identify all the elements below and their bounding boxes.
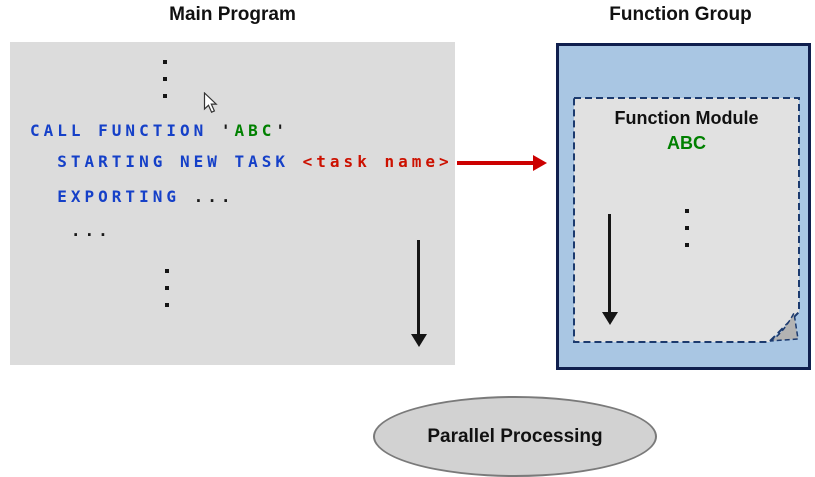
function-module-name: ABC	[667, 133, 706, 153]
parallel-processing-ellipse: Parallel Processing	[373, 396, 657, 477]
function-module-label: Function Module	[614, 108, 759, 128]
module-flow-arrow	[608, 214, 611, 313]
dot	[163, 60, 167, 64]
vertical-ellipsis-dots-bottom	[165, 269, 169, 307]
dot	[685, 243, 689, 247]
function-module-page	[573, 97, 800, 343]
code-function-name: ABC	[234, 121, 276, 140]
vertical-ellipsis-dots-module	[685, 209, 689, 247]
code-line-starting-new-task: STARTING NEW TASK <task name>	[30, 152, 453, 171]
code-keyword: CALL FUNCTION	[30, 121, 221, 140]
parallel-processing-label: Parallel Processing	[427, 425, 603, 447]
call-arrow	[457, 161, 534, 165]
main-program-box	[10, 42, 455, 365]
code-ellipsis: ...	[193, 187, 235, 206]
mouse-cursor-icon	[203, 92, 218, 114]
dot	[685, 226, 689, 230]
code-keyword: STARTING NEW TASK	[30, 152, 303, 171]
call-arrowhead-icon	[533, 155, 547, 171]
dot	[163, 94, 167, 98]
code-ellipsis: ...	[30, 221, 112, 240]
dot	[165, 286, 169, 290]
dot	[165, 303, 169, 307]
program-flow-arrow	[417, 240, 420, 335]
code-task-name-placeholder: <task name>	[302, 152, 453, 171]
code-line-call-function: CALL FUNCTION 'ABC'	[30, 121, 289, 140]
code-line-exporting: EXPORTING ...	[30, 187, 235, 206]
function-group-title: Function Group	[609, 4, 752, 25]
dot	[163, 77, 167, 81]
dot	[165, 269, 169, 273]
code-quote: '	[275, 121, 290, 140]
code-line-ellipsis: ...	[30, 221, 112, 240]
code-keyword: EXPORTING	[30, 187, 194, 206]
main-program-title: Main Program	[169, 4, 296, 25]
program-flow-arrowhead-icon	[411, 334, 427, 347]
dot	[685, 209, 689, 213]
page-fold-icon	[769, 310, 799, 342]
module-flow-arrowhead-icon	[602, 312, 618, 325]
vertical-ellipsis-dots-top	[163, 60, 167, 98]
code-quote: '	[220, 121, 235, 140]
